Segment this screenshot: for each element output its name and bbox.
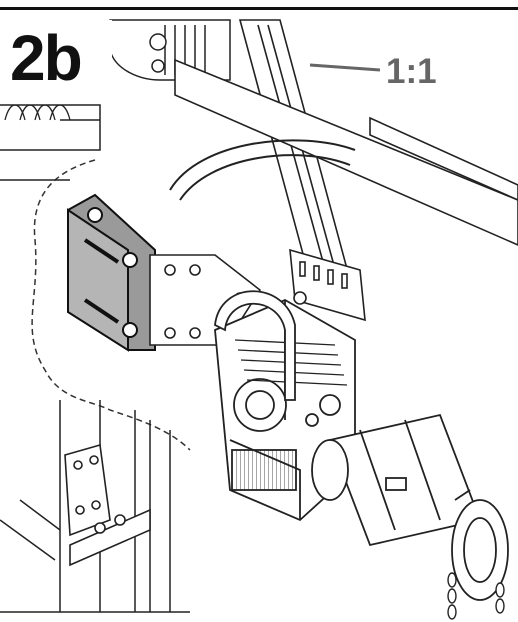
horizontal-rail: [174, 58, 518, 246]
cutaway-outline: [31, 159, 191, 451]
wall-bracket: [67, 193, 156, 352]
step-label: 2b: [4, 20, 112, 96]
hand-chain: [447, 572, 505, 620]
lower-hinge: [64, 443, 151, 567]
top-rule: [0, 7, 518, 10]
motor: [311, 413, 509, 601]
slotted-plate: [289, 248, 366, 322]
scale-leader-line: [309, 63, 381, 72]
drum: [109, 19, 231, 81]
spring-coil: [4, 104, 71, 121]
handle: [214, 290, 296, 401]
curved-guide: [169, 139, 356, 191]
scale-label: 1:1: [386, 52, 437, 91]
curved-guide-inner: [179, 154, 351, 201]
